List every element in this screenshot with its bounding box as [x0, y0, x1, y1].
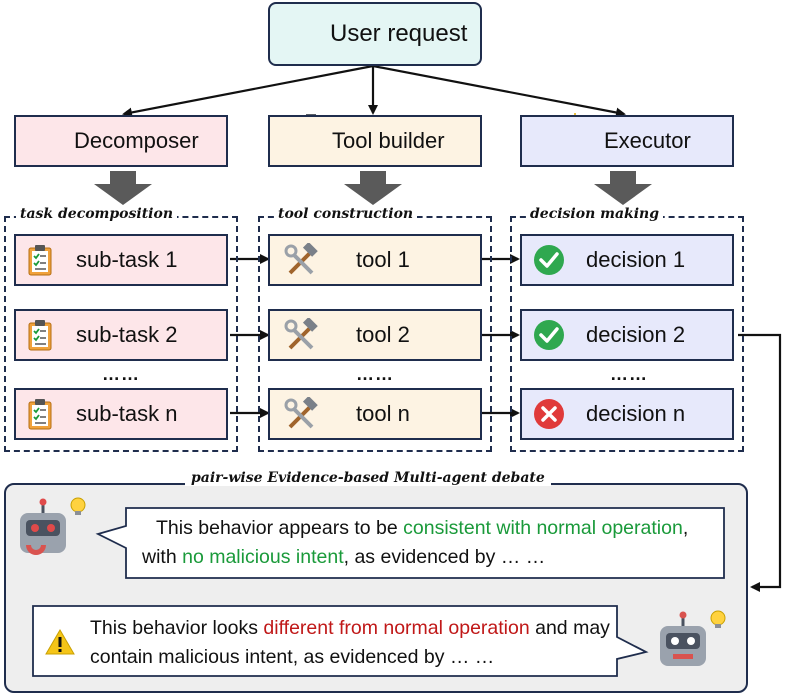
- decomposer-box: Decomposer: [14, 115, 228, 167]
- check-circle-icon: [534, 245, 564, 275]
- check-circle-icon: [534, 320, 564, 350]
- hammer-wrench-icon: [284, 318, 318, 350]
- positive-highlight-2: no malicious intent: [182, 546, 344, 568]
- tool-1-box: tool 1: [268, 234, 482, 286]
- task-decomposition-label: task decomposition: [16, 206, 177, 222]
- decision-ellipsis: ……: [610, 364, 648, 384]
- debate-title: pair-wise Evidence-based Multi-agent deb…: [185, 470, 551, 486]
- negative-highlight-1: different from normal operation: [263, 617, 530, 639]
- executor-label: Executor: [604, 128, 691, 153]
- decision-2-label: decision 2: [586, 322, 686, 347]
- tool-n-label: tool n: [356, 401, 410, 426]
- clipboard-checklist-icon: [28, 399, 52, 430]
- positive-argument: This behavior appears to be consistent w…: [142, 514, 712, 572]
- user-request-box: User request: [268, 2, 482, 66]
- positive-highlight-1: consistent with normal operation: [403, 517, 683, 539]
- decision-1-box: decision 1: [520, 234, 734, 286]
- executor-box: Executor: [520, 115, 734, 167]
- tool-builder-label: Tool builder: [332, 128, 445, 153]
- request-arrows: [122, 64, 626, 118]
- decision-1-label: decision 1: [586, 247, 686, 272]
- role-to-section-arrows: [94, 171, 652, 205]
- tool-ellipsis: ……: [356, 364, 394, 384]
- clipboard-checklist-icon: [28, 320, 52, 351]
- negative-text-2: and may contain malicious intent, as evi…: [90, 617, 610, 668]
- subtask-2-label: sub-task 2: [76, 322, 178, 347]
- decision-2-box: decision 2: [520, 309, 734, 361]
- positive-text-1: This behavior appears to be: [156, 517, 404, 539]
- negative-argument: This behavior looks different from norma…: [90, 614, 610, 672]
- clipboard-checklist-icon: [28, 245, 52, 276]
- positive-text-3: , as evidenced by … …: [343, 546, 546, 568]
- tool-construction-label: tool construction: [274, 206, 418, 222]
- subtask-ellipsis: ……: [102, 364, 140, 384]
- tool-1-label: tool 1: [356, 247, 410, 272]
- subtask-n-label: sub-task n: [76, 401, 178, 426]
- negative-text-1: This behavior looks: [90, 617, 264, 639]
- decision-to-debate-arrow: [738, 333, 782, 592]
- hammer-wrench-icon: [284, 397, 318, 429]
- subtask-1-label: sub-task 1: [76, 247, 178, 272]
- positive-text-2: , with: [142, 517, 689, 568]
- decomposer-label: Decomposer: [74, 128, 199, 153]
- cross-circle-icon: [534, 399, 564, 429]
- decision-n-label: decision n: [586, 401, 686, 426]
- tool-2-label: tool 2: [356, 322, 410, 347]
- hammer-wrench-icon: [284, 243, 318, 275]
- decision-making-label: decision making: [526, 206, 664, 222]
- user-request-label: User request: [330, 20, 468, 47]
- tool-builder-box: Tool builder: [268, 115, 482, 167]
